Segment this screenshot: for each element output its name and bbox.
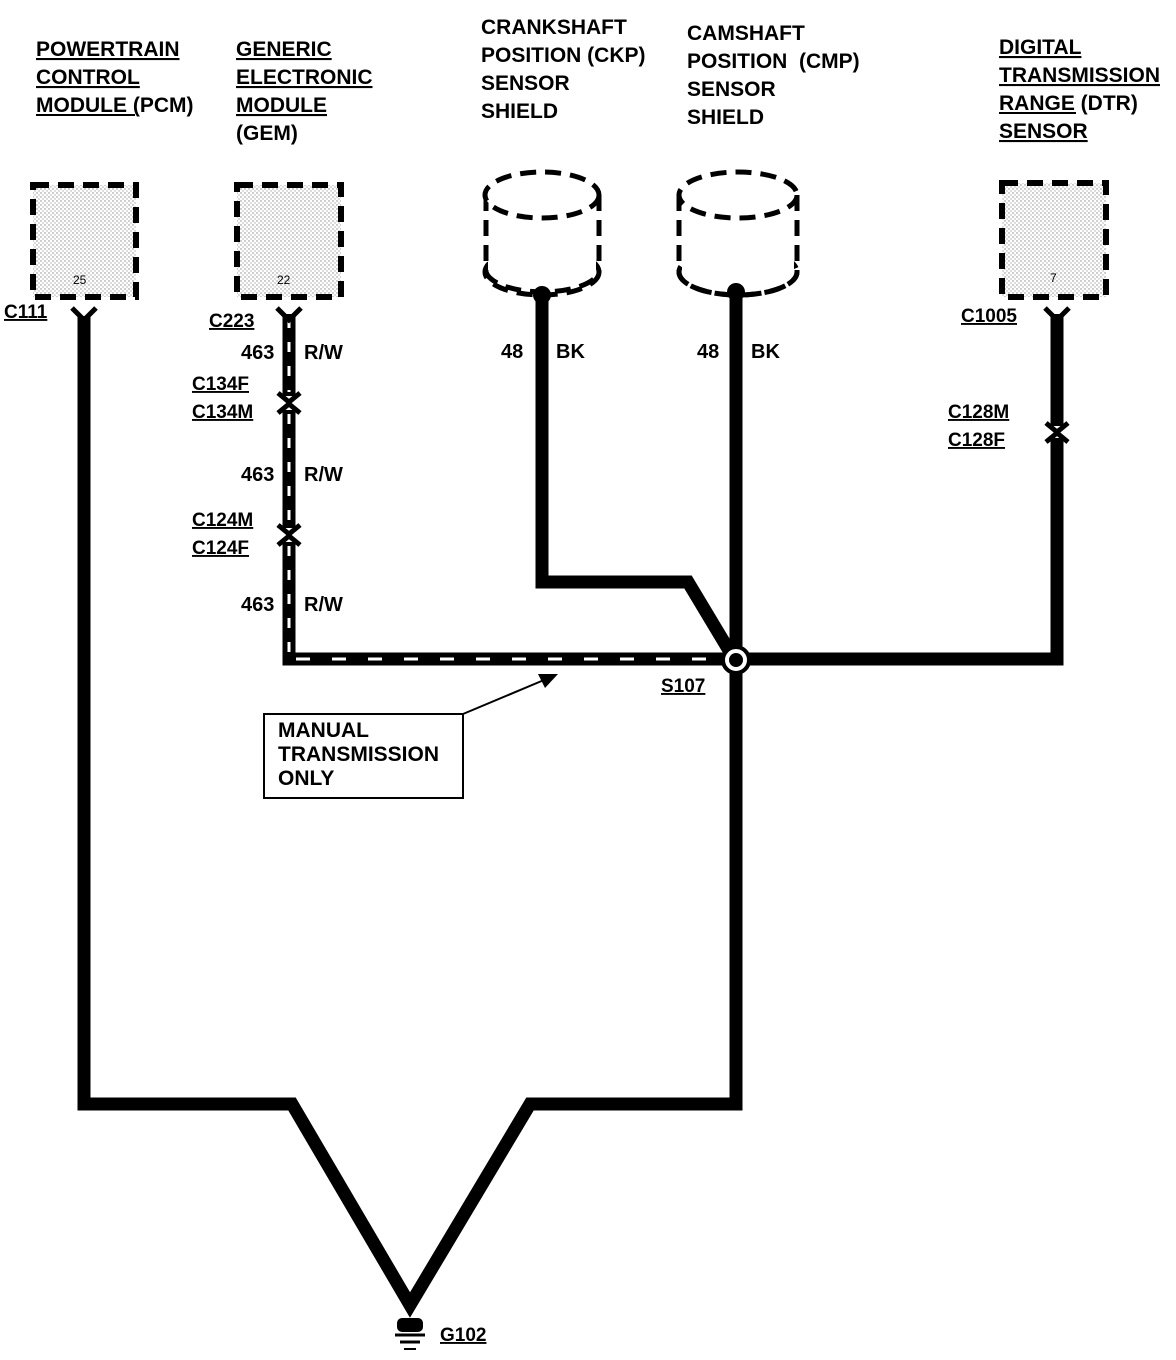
ckp-title-line-4: SHIELD <box>481 100 558 123</box>
cmp-title-line-4: SHIELD <box>687 106 764 129</box>
cmp-title: CAMSHAFT POSITION (CMP) SENSOR SHIELD <box>687 22 860 129</box>
dtr-title-line-2: TRANSMISSION <box>999 64 1160 87</box>
pcm-connector-label: C111 <box>4 302 48 323</box>
dtr-pin-number: 7 <box>1050 271 1057 285</box>
gem-seg2-circuit: 463 <box>241 464 274 486</box>
pcm-module-box-icon: 25 <box>30 182 139 300</box>
splice-label: S107 <box>661 676 705 697</box>
gem-seg3-circuit: 463 <box>241 594 274 616</box>
c128-label-bottom: C128F <box>948 430 1005 451</box>
gem-title-line-2: ELECTRONIC <box>236 66 373 89</box>
pcm-title-line-1: POWERTRAIN <box>36 38 180 61</box>
s107-splice-icon <box>721 645 751 675</box>
gem-title-line-3: MODULE <box>236 94 327 117</box>
c124-label-top: C124M <box>192 510 253 531</box>
note-line-3: ONLY <box>278 767 334 790</box>
gem-seg1-circuit: 463 <box>241 342 274 364</box>
gem-wire-seg3 <box>282 542 736 666</box>
dtr-title-line-3: RANGE (DTR) <box>999 92 1138 115</box>
dtr-module-box-icon: 7 <box>999 180 1109 300</box>
ckp-shield-cylinder-icon <box>482 169 602 298</box>
note-line-2: TRANSMISSION <box>278 743 439 766</box>
ckp-drain-dot <box>533 286 551 304</box>
c124-label-bottom: C124F <box>192 538 249 559</box>
gem-title-line-1: GENERIC <box>236 38 332 61</box>
gem-seg2-color: R/W <box>304 464 343 486</box>
cmp-shield-cylinder-icon <box>676 169 800 298</box>
ckp-title-line-1: CRANKSHAFT <box>481 16 627 39</box>
cmp-wire-circuit: 48 <box>697 341 719 363</box>
cmp-title-line-3: SENSOR <box>687 78 776 101</box>
note-leader-arrow <box>462 674 558 715</box>
dtr-title-line-1: DIGITAL <box>999 36 1082 59</box>
gem-module-box-icon: 22 <box>234 182 344 300</box>
dtr-title-line-4: SENSOR <box>999 120 1088 143</box>
cmp-title-line-1: CAMSHAFT <box>687 22 805 45</box>
c111-connector-icon <box>70 306 98 324</box>
c128-connector-icon <box>1044 421 1070 444</box>
c128-label-top: C128M <box>948 402 1009 423</box>
c1005-connector-icon <box>1043 306 1071 324</box>
manual-transmission-note: MANUAL TRANSMISSION ONLY <box>263 713 464 799</box>
ckp-title-line-3: SENSOR <box>481 72 570 95</box>
gem-connector-label: C223 <box>209 311 254 332</box>
pcm-title: POWERTRAIN CONTROL MODULE (PCM) <box>36 38 193 117</box>
ground-label: G102 <box>440 1325 486 1346</box>
ckp-title-line-2: POSITION (CKP) <box>481 44 646 67</box>
pcm-title-line-2: CONTROL <box>36 66 140 89</box>
gem-seg1-color: R/W <box>304 342 343 364</box>
cmp-title-line-2: POSITION (CMP) <box>687 50 860 73</box>
pcm-pin-number: 25 <box>73 273 87 287</box>
ckp-wire-color: BK <box>556 341 585 363</box>
c134-connector-icon <box>276 391 302 415</box>
dtr-wire-lower <box>743 438 1064 666</box>
cmp-wire-color: BK <box>751 341 780 363</box>
c134-label-bottom: C134M <box>192 402 253 423</box>
pcm-title-line-3: MODULE (PCM) <box>36 94 193 117</box>
cmp-drain-dot <box>727 283 745 301</box>
dtr-title: DIGITAL TRANSMISSION RANGE (DTR) SENSOR <box>999 36 1160 143</box>
ground-icon <box>395 1318 425 1350</box>
c134-label-top: C134F <box>192 374 249 395</box>
c124-connector-icon <box>276 523 302 547</box>
ckp-title: CRANKSHAFT POSITION (CKP) SENSOR SHIELD <box>481 16 646 123</box>
pcm-ground-wire <box>77 316 743 1318</box>
ckp-drain-wire <box>535 295 742 666</box>
ckp-wire-circuit: 48 <box>501 341 523 363</box>
gem-title-line-4: (GEM) <box>236 122 298 145</box>
c223-connector-icon <box>275 306 303 324</box>
gem-title: GENERIC ELECTRONIC MODULE (GEM) <box>236 38 373 145</box>
gem-seg3-color: R/W <box>304 594 343 616</box>
dtr-connector-label: C1005 <box>961 306 1017 327</box>
gem-pin-number: 22 <box>277 273 291 287</box>
note-line-1: MANUAL <box>278 719 369 742</box>
